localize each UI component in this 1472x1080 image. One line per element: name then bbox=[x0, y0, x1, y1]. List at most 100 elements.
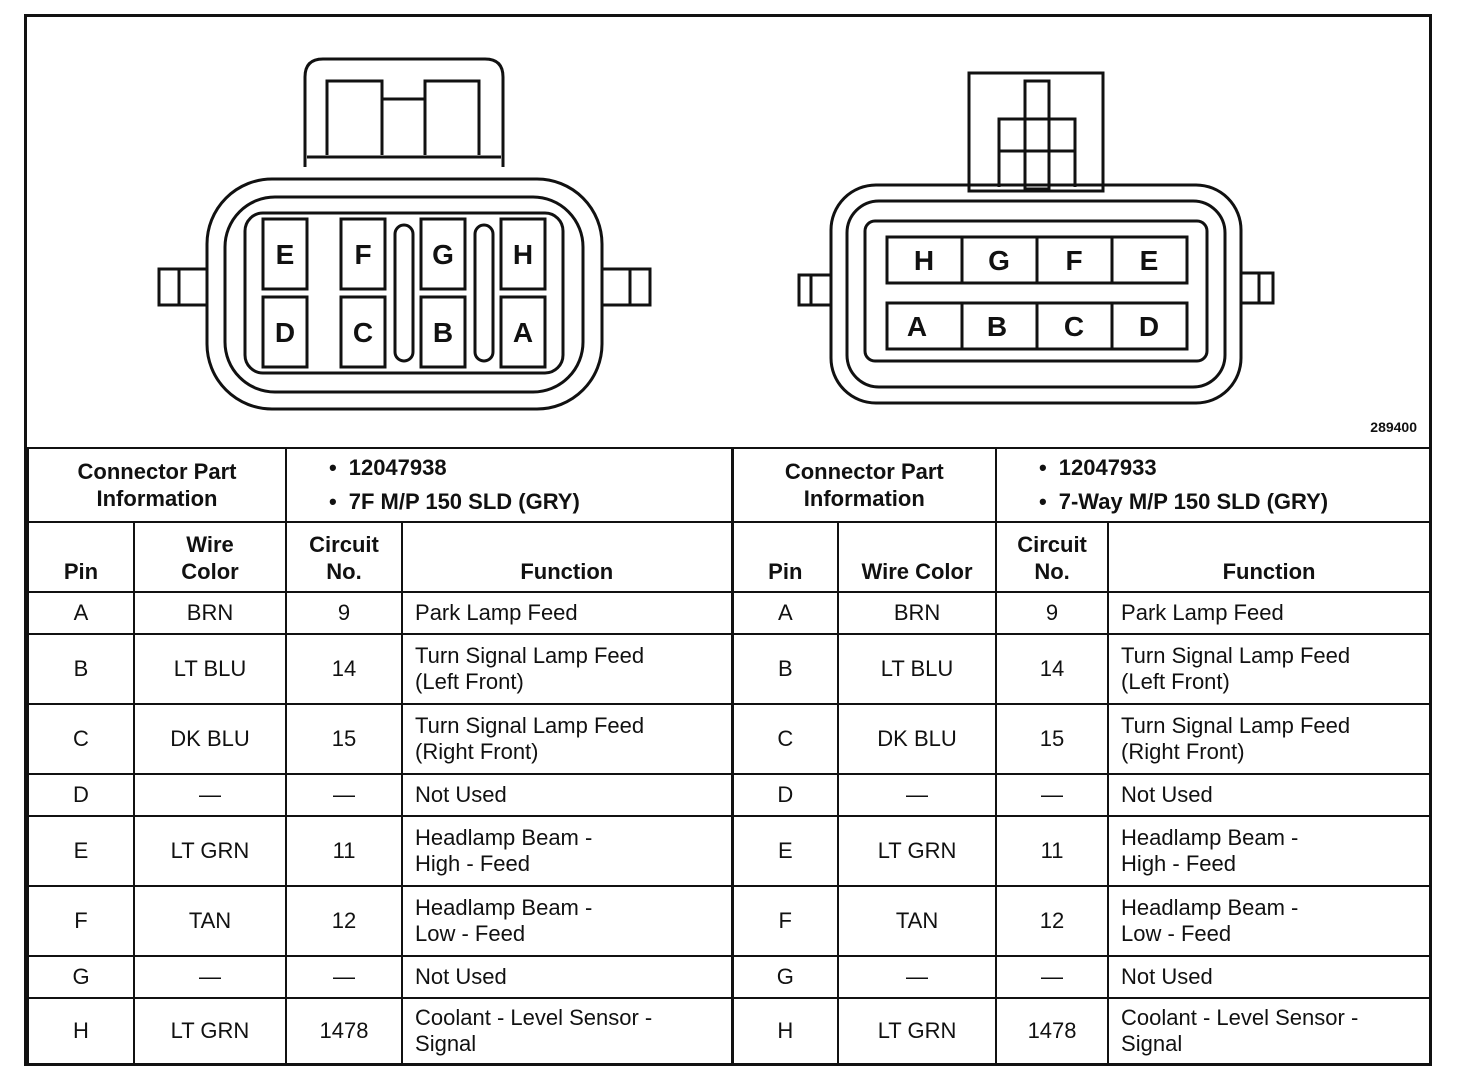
left-circuit-cell: 12 bbox=[285, 885, 404, 957]
right-info-label: Connector Part Information bbox=[730, 447, 998, 523]
left-circuit-cell: 9 bbox=[285, 591, 404, 635]
right-part-description: 7-Way M/P 150 SLD (GRY) bbox=[1058, 489, 1329, 514]
left-wire-color-cell: — bbox=[132, 773, 288, 817]
left-header-wire-color: Wire Color bbox=[132, 521, 288, 593]
left-pin-cell: D bbox=[27, 773, 135, 817]
left-pin-label-b: B bbox=[433, 317, 453, 348]
left-pin-cell: H bbox=[27, 997, 135, 1065]
right-header-function: Function bbox=[1107, 521, 1432, 593]
left-circuit-cell: — bbox=[285, 955, 404, 999]
left-pin-label-h: H bbox=[513, 239, 533, 270]
left-part-description: 7F M/P 150 SLD (GRY) bbox=[348, 489, 580, 514]
left-pin-cell: G bbox=[27, 955, 135, 999]
right-function-cell: Not Used bbox=[1107, 955, 1432, 999]
left-wire-color-cell: TAN bbox=[132, 885, 288, 957]
left-function-cell: Headlamp Beam -High - Feed bbox=[401, 815, 734, 887]
left-pin-label-a: A bbox=[513, 317, 533, 348]
right-pin-label-c: C bbox=[1064, 311, 1084, 342]
left-header-function: Function bbox=[401, 521, 734, 593]
pinout-table: Connector Part Information •12047938 •7F… bbox=[26, 447, 1432, 1065]
left-pin-cell: C bbox=[27, 703, 135, 775]
left-info-label: Connector Part Information bbox=[26, 447, 288, 523]
right-function-cell: Turn Signal Lamp Feed(Right Front) bbox=[1107, 703, 1432, 775]
right-pin-label-g: G bbox=[988, 245, 1010, 276]
right-wire-color-cell: LT GRN bbox=[837, 997, 998, 1065]
right-pin-cell: C bbox=[730, 703, 840, 775]
right-pin-cell: H bbox=[730, 997, 840, 1065]
right-pin-cell: A bbox=[730, 591, 840, 635]
right-function-cell: Headlamp Beam -Low - Feed bbox=[1107, 885, 1432, 957]
right-pin-cell: F bbox=[730, 885, 840, 957]
left-pin-cell: A bbox=[27, 591, 135, 635]
right-header-circuit: Circuit No. bbox=[995, 521, 1110, 593]
right-wire-color-cell: BRN bbox=[837, 591, 998, 635]
right-circuit-cell: — bbox=[995, 955, 1110, 999]
left-pin-label-d: D bbox=[275, 317, 295, 348]
left-circuit-cell: 1478 bbox=[285, 997, 404, 1065]
left-function-cell: Park Lamp Feed bbox=[401, 591, 734, 635]
right-function-cell: Turn Signal Lamp Feed(Left Front) bbox=[1107, 633, 1432, 705]
left-circuit-cell: 11 bbox=[285, 815, 404, 887]
left-circuit-cell: — bbox=[285, 773, 404, 817]
left-circuit-cell: 14 bbox=[285, 633, 404, 705]
left-function-cell: Headlamp Beam -Low - Feed bbox=[401, 885, 734, 957]
left-pin-cell: E bbox=[27, 815, 135, 887]
right-wire-color-cell: DK BLU bbox=[837, 703, 998, 775]
right-part-number: 12047933 bbox=[1058, 454, 1157, 480]
right-circuit-cell: 1478 bbox=[995, 997, 1110, 1065]
left-wire-color-cell: BRN bbox=[132, 591, 288, 635]
left-circuit-cell: 15 bbox=[285, 703, 404, 775]
right-function-cell: Not Used bbox=[1107, 773, 1432, 817]
left-function-cell: Coolant - Level Sensor -Signal bbox=[401, 997, 734, 1065]
left-part-number: 12047938 bbox=[348, 454, 447, 480]
right-pin-label-b: B bbox=[987, 311, 1007, 342]
right-connector-info: •12047933 •7-Way M/P 150 SLD (GRY) bbox=[995, 447, 1432, 523]
left-header-pin: Pin bbox=[27, 521, 135, 593]
right-circuit-cell: 12 bbox=[995, 885, 1110, 957]
right-header-wire-color: Wire Color bbox=[837, 521, 998, 593]
right-pin-label-e: E bbox=[1140, 245, 1159, 276]
left-pin-cell: F bbox=[27, 885, 135, 957]
left-function-cell: Not Used bbox=[401, 773, 734, 817]
left-connector-face bbox=[157, 57, 652, 411]
right-connector-face bbox=[797, 71, 1275, 405]
right-pin-label-f: F bbox=[1065, 245, 1082, 276]
right-circuit-cell: 15 bbox=[995, 703, 1110, 775]
right-pin-cell: D bbox=[730, 773, 840, 817]
right-pin-cell: B bbox=[730, 633, 840, 705]
diagram-frame: E F G H D C B A H G F E A B C D 289400 bbox=[24, 14, 1432, 1066]
right-wire-color-cell: LT GRN bbox=[837, 815, 998, 887]
right-circuit-cell: 9 bbox=[995, 591, 1110, 635]
right-circuit-cell: — bbox=[995, 773, 1110, 817]
left-wire-color-cell: LT GRN bbox=[132, 997, 288, 1065]
right-wire-color-cell: — bbox=[837, 955, 998, 999]
right-function-cell: Park Lamp Feed bbox=[1107, 591, 1432, 635]
left-pin-cell: B bbox=[27, 633, 135, 705]
right-function-cell: Headlamp Beam -High - Feed bbox=[1107, 815, 1432, 887]
left-wire-color-cell: — bbox=[132, 955, 288, 999]
right-circuit-cell: 11 bbox=[995, 815, 1110, 887]
left-wire-color-cell: LT GRN bbox=[132, 815, 288, 887]
left-function-cell: Turn Signal Lamp Feed(Left Front) bbox=[401, 633, 734, 705]
figure-number: 289400 bbox=[1370, 419, 1417, 435]
right-wire-color-cell: TAN bbox=[837, 885, 998, 957]
left-pin-label-c: C bbox=[353, 317, 373, 348]
left-header-circuit: Circuit No. bbox=[285, 521, 404, 593]
left-function-cell: Turn Signal Lamp Feed(Right Front) bbox=[401, 703, 734, 775]
right-pin-label-d: D bbox=[1139, 311, 1159, 342]
left-connector-info: •12047938 •7F M/P 150 SLD (GRY) bbox=[285, 447, 734, 523]
right-pin-cell: G bbox=[730, 955, 840, 999]
left-pin-label-e: E bbox=[276, 239, 295, 270]
left-pin-label-g: G bbox=[432, 239, 454, 270]
connector-drawing: E F G H D C B A H G F E A B C D bbox=[157, 57, 1275, 411]
left-wire-color-cell: LT BLU bbox=[132, 633, 288, 705]
